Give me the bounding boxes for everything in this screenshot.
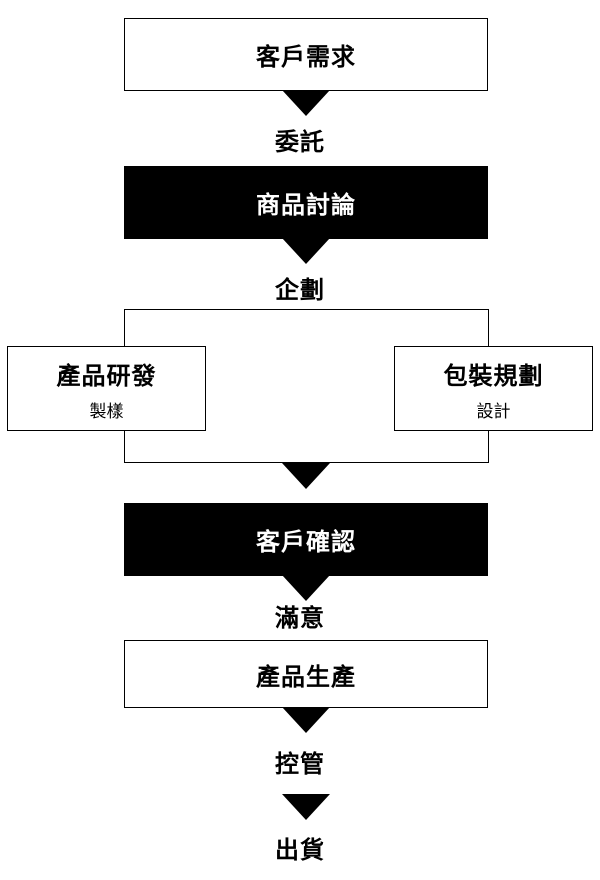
arrow-down-icon xyxy=(282,707,330,733)
arrow-down-icon xyxy=(282,463,330,489)
arrow-down-icon xyxy=(282,575,330,601)
branch-right-top-line xyxy=(488,309,489,347)
product-discussion-label: 商品討論 xyxy=(256,191,356,219)
customer-confirmation-box: 客戶確認 xyxy=(124,503,488,576)
customer-needs-label: 客戶需求 xyxy=(256,43,356,71)
production-label: 產品生產 xyxy=(256,662,356,691)
product-discussion-box: 商品討論 xyxy=(124,166,488,239)
branch-left-top-line xyxy=(124,309,125,347)
packaging-planning-title: 包裝規劃 xyxy=(443,361,544,390)
satisfied-label: 滿意 xyxy=(275,604,325,632)
product-development-box: 產品研發 製樣 xyxy=(7,346,206,431)
arrow-down-icon xyxy=(282,794,330,820)
production-box: 產品生產 xyxy=(124,640,488,708)
planning-label: 企劃 xyxy=(275,276,325,304)
branch-top-line xyxy=(124,309,489,310)
arrow-down-icon xyxy=(282,238,330,264)
packaging-planning-sub: 設計 xyxy=(476,401,511,422)
customer-confirmation-label: 客戶確認 xyxy=(256,528,356,556)
customer-needs-box: 客戶需求 xyxy=(124,18,488,91)
shipping-label: 出貨 xyxy=(275,836,325,864)
arrow-down-icon xyxy=(282,90,330,116)
packaging-planning-box: 包裝規劃 設計 xyxy=(394,346,593,431)
product-development-title: 產品研發 xyxy=(56,361,157,390)
branch-left-bottom-line xyxy=(124,430,125,463)
commission-label: 委託 xyxy=(275,128,325,156)
branch-bottom-line xyxy=(124,462,489,463)
branch-right-bottom-line xyxy=(488,430,489,463)
product-development-sub: 製樣 xyxy=(89,401,124,422)
control-label: 控管 xyxy=(275,750,325,778)
